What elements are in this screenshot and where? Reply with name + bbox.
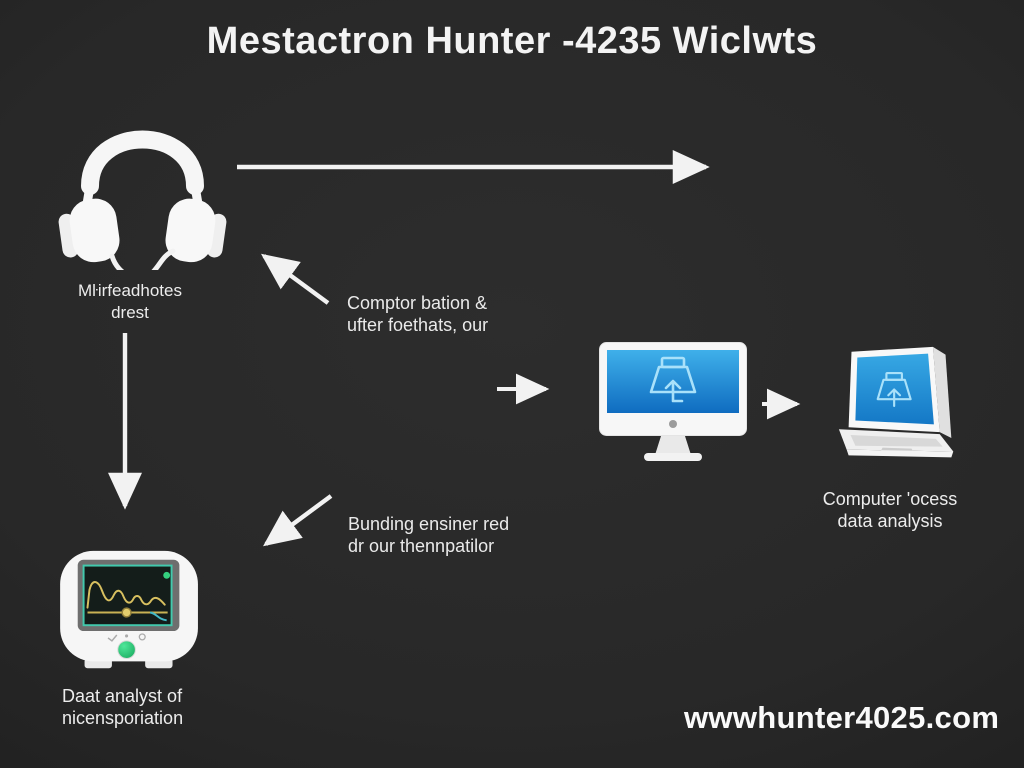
computer-label-line1: Computer 'ocess — [822, 489, 958, 509]
arrow-down-left-icon — [263, 494, 333, 547]
headphones-label-line1: Mŀirfeadhotes — [78, 281, 182, 300]
annotation-upper-line2: ufter foethats, our — [347, 315, 489, 335]
headphones-label: Mŀirfeadhotes drest — [25, 280, 235, 324]
recorder-label: Daat analyst of nicensporiation — [62, 685, 183, 729]
annotation-lower: Bunding ensiner red dr our thennpatilor — [348, 513, 509, 557]
page-title: Mestactron Hunter -4235 Wiclwts — [206, 20, 818, 62]
annotation-upper-line1: Comptor bation & — [347, 293, 488, 313]
desktop-computer-icon — [599, 342, 747, 461]
camera-dot-icon — [669, 420, 677, 428]
power-button-icon — [117, 640, 136, 659]
laptop-icon — [838, 346, 954, 458]
recorder-label-line2: nicensporiation — [62, 708, 184, 728]
status-led — [163, 571, 171, 579]
annotation-lower-line2: dr our thennpatilor — [348, 536, 495, 556]
waveform-recorder-icon — [60, 550, 198, 669]
waveform-marker — [121, 607, 132, 618]
screen-glyph-icon — [649, 356, 697, 403]
recorder-label-line1: Daat analyst of — [62, 686, 183, 706]
waveform-trace — [86, 581, 166, 609]
headphones-icon — [58, 130, 227, 270]
website-text: wwwhunter4025.com — [684, 700, 1000, 735]
annotation-lower-line1: Bunding ensiner red — [348, 514, 510, 534]
computer-label: Computer 'ocess data analysis — [775, 488, 1005, 532]
screen-glyph-icon — [876, 371, 912, 408]
arrow-up-left-icon — [261, 253, 330, 305]
headphones-label-line2: drest — [111, 303, 149, 322]
annotation-upper: Comptor bation & ufter foethats, our — [347, 292, 488, 336]
computer-label-line2: data analysis — [837, 511, 943, 531]
